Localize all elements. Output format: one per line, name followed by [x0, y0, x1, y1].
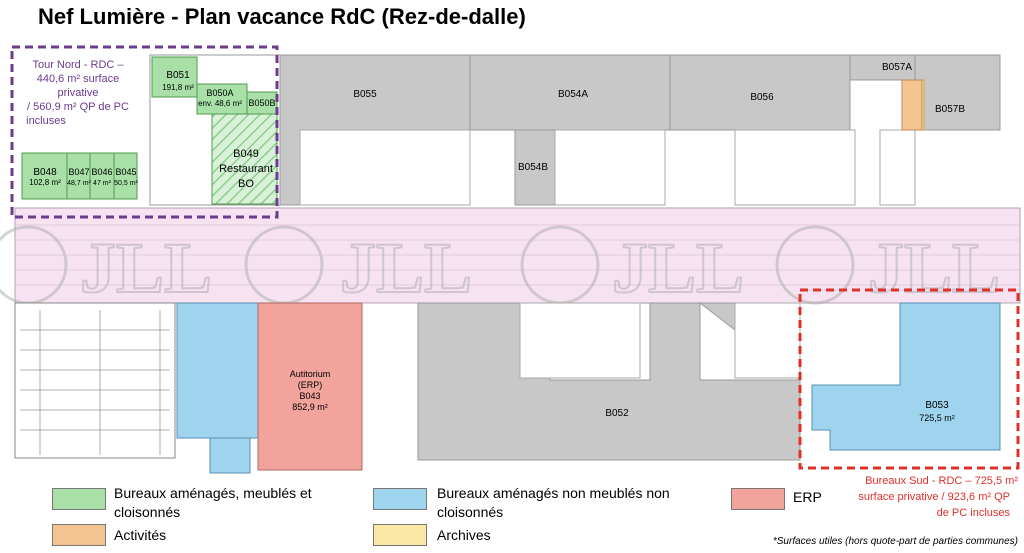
- label-b054a: B054A: [558, 89, 588, 100]
- zone-b050a: [196, 83, 248, 115]
- tour-nord-line-1: Tour Nord - RDC –: [32, 59, 124, 71]
- label-b050a-area: env. 48,6 m²: [198, 99, 242, 108]
- label-b055: B055: [353, 89, 377, 100]
- zone-b049: [211, 113, 278, 205]
- legend-swatch-salmon: [731, 488, 785, 510]
- tour-nord-line-5: incluses: [26, 115, 66, 127]
- watermark-text: JLL JLL JLL JLL: [79, 227, 1001, 309]
- open-area-3: [734, 129, 856, 206]
- label-b046: B046: [91, 167, 112, 177]
- block-b057a: [849, 54, 916, 81]
- open-area-4: [879, 129, 916, 206]
- label-b050a: B050A: [206, 88, 233, 98]
- block-b054b: [514, 129, 556, 206]
- legend-label-salmon: ERP: [793, 489, 822, 505]
- legend-swatch-yellow: [373, 524, 427, 546]
- legend-label-green-2: cloisonnés: [114, 504, 181, 520]
- legend-label-blue: Bureaux aménagés non meublés non: [437, 485, 670, 501]
- zone-b053: [811, 302, 1001, 451]
- tour-nord-line-4: / 560,9 m² QP de PC: [27, 101, 129, 113]
- label-b057a: B057A: [882, 62, 912, 73]
- legend-label-yellow: Archives: [437, 527, 491, 543]
- zone-b051: [151, 56, 198, 98]
- watermark-jll-4: JLL: [868, 228, 1000, 308]
- open-area-6: [734, 302, 801, 379]
- watermark-jll-1: JLL: [80, 228, 212, 308]
- label-b056: B056: [750, 92, 774, 103]
- label-b047: B047: [68, 167, 89, 177]
- legend-label-orange: Activités: [114, 527, 167, 543]
- label-b053-area: 725,5 m²: [919, 413, 955, 423]
- label-b052: B052: [605, 408, 629, 419]
- legend-label-green: Bureaux aménagés, meublés et: [114, 485, 312, 501]
- plan-title: Nef Lumière - Plan vacance RdC (Rez-de-d…: [38, 4, 526, 29]
- label-b049: B049: [233, 148, 259, 160]
- tour-nord-line-3: privative: [58, 87, 99, 99]
- north-buildings: [279, 54, 1001, 206]
- footnote: *Surfaces utiles (hors quote-part de par…: [772, 536, 1018, 547]
- label-b054b: B054B: [518, 162, 548, 173]
- zone-blue-mezzanine-stair: [209, 437, 251, 474]
- block-b056: [669, 54, 851, 131]
- label-b048: B048: [33, 167, 57, 178]
- label-b048-area: 102,8 m²: [29, 178, 61, 187]
- label-b045: B045: [115, 167, 136, 177]
- label-b051: B051: [166, 70, 190, 81]
- zone-b048-group: [21, 152, 138, 200]
- watermark-jll-2: JLL: [340, 228, 472, 308]
- label-b050b: B050B: [248, 98, 275, 108]
- tour-nord-frame: [10, 45, 279, 219]
- watermark-jll-3: JLL: [612, 228, 744, 308]
- label-b043-line1: Autitorium: [290, 369, 331, 379]
- open-area-2: [554, 129, 666, 206]
- bureaux-sud-frame: [798, 288, 1020, 470]
- tour-nord-line-2: 440,6 m² surface: [37, 73, 120, 85]
- south-west-structure: [14, 302, 176, 459]
- block-b054a: [469, 54, 671, 131]
- label-b049-line2: Restaurant: [219, 163, 273, 175]
- label-b053: B053: [925, 400, 949, 411]
- label-b057b: B057B: [935, 104, 965, 115]
- legend-swatch-green: [52, 488, 106, 510]
- label-b045-area: 50,5 m²: [114, 180, 138, 187]
- open-area-5: [519, 302, 641, 379]
- zone-activity: [901, 79, 923, 131]
- zone-b043: [257, 302, 363, 471]
- legend-swatch-orange: [52, 524, 106, 546]
- label-b047-area: 48,7 m²: [67, 180, 91, 187]
- label-b046-area: 47 m²: [93, 180, 112, 187]
- label-b049-line3: BO: [238, 178, 254, 190]
- open-area-1: [299, 129, 471, 206]
- bureaux-sud-line-1: Bureaux Sud - RDC – 725,5 m²: [865, 475, 1018, 487]
- south-west-lines: [20, 310, 170, 455]
- label-b051-area: 191,8 m²: [162, 83, 194, 92]
- label-b043-line2: (ERP): [298, 380, 323, 390]
- block-b057b: [914, 54, 1001, 131]
- zone-blue-mezzanine: [176, 302, 261, 439]
- label-b043-area: 852,9 m²: [292, 402, 328, 412]
- bureaux-sud-line-3: de PC incluses: [937, 507, 1011, 519]
- legend-swatch-blue: [373, 488, 427, 510]
- label-b043-name: B043: [299, 391, 320, 401]
- bureaux-sud-line-2: surface privative / 923,6 m² QP: [858, 491, 1010, 503]
- legend-label-blue-2: cloisonnés: [437, 504, 504, 520]
- zone-b048-dividers: [66, 153, 115, 199]
